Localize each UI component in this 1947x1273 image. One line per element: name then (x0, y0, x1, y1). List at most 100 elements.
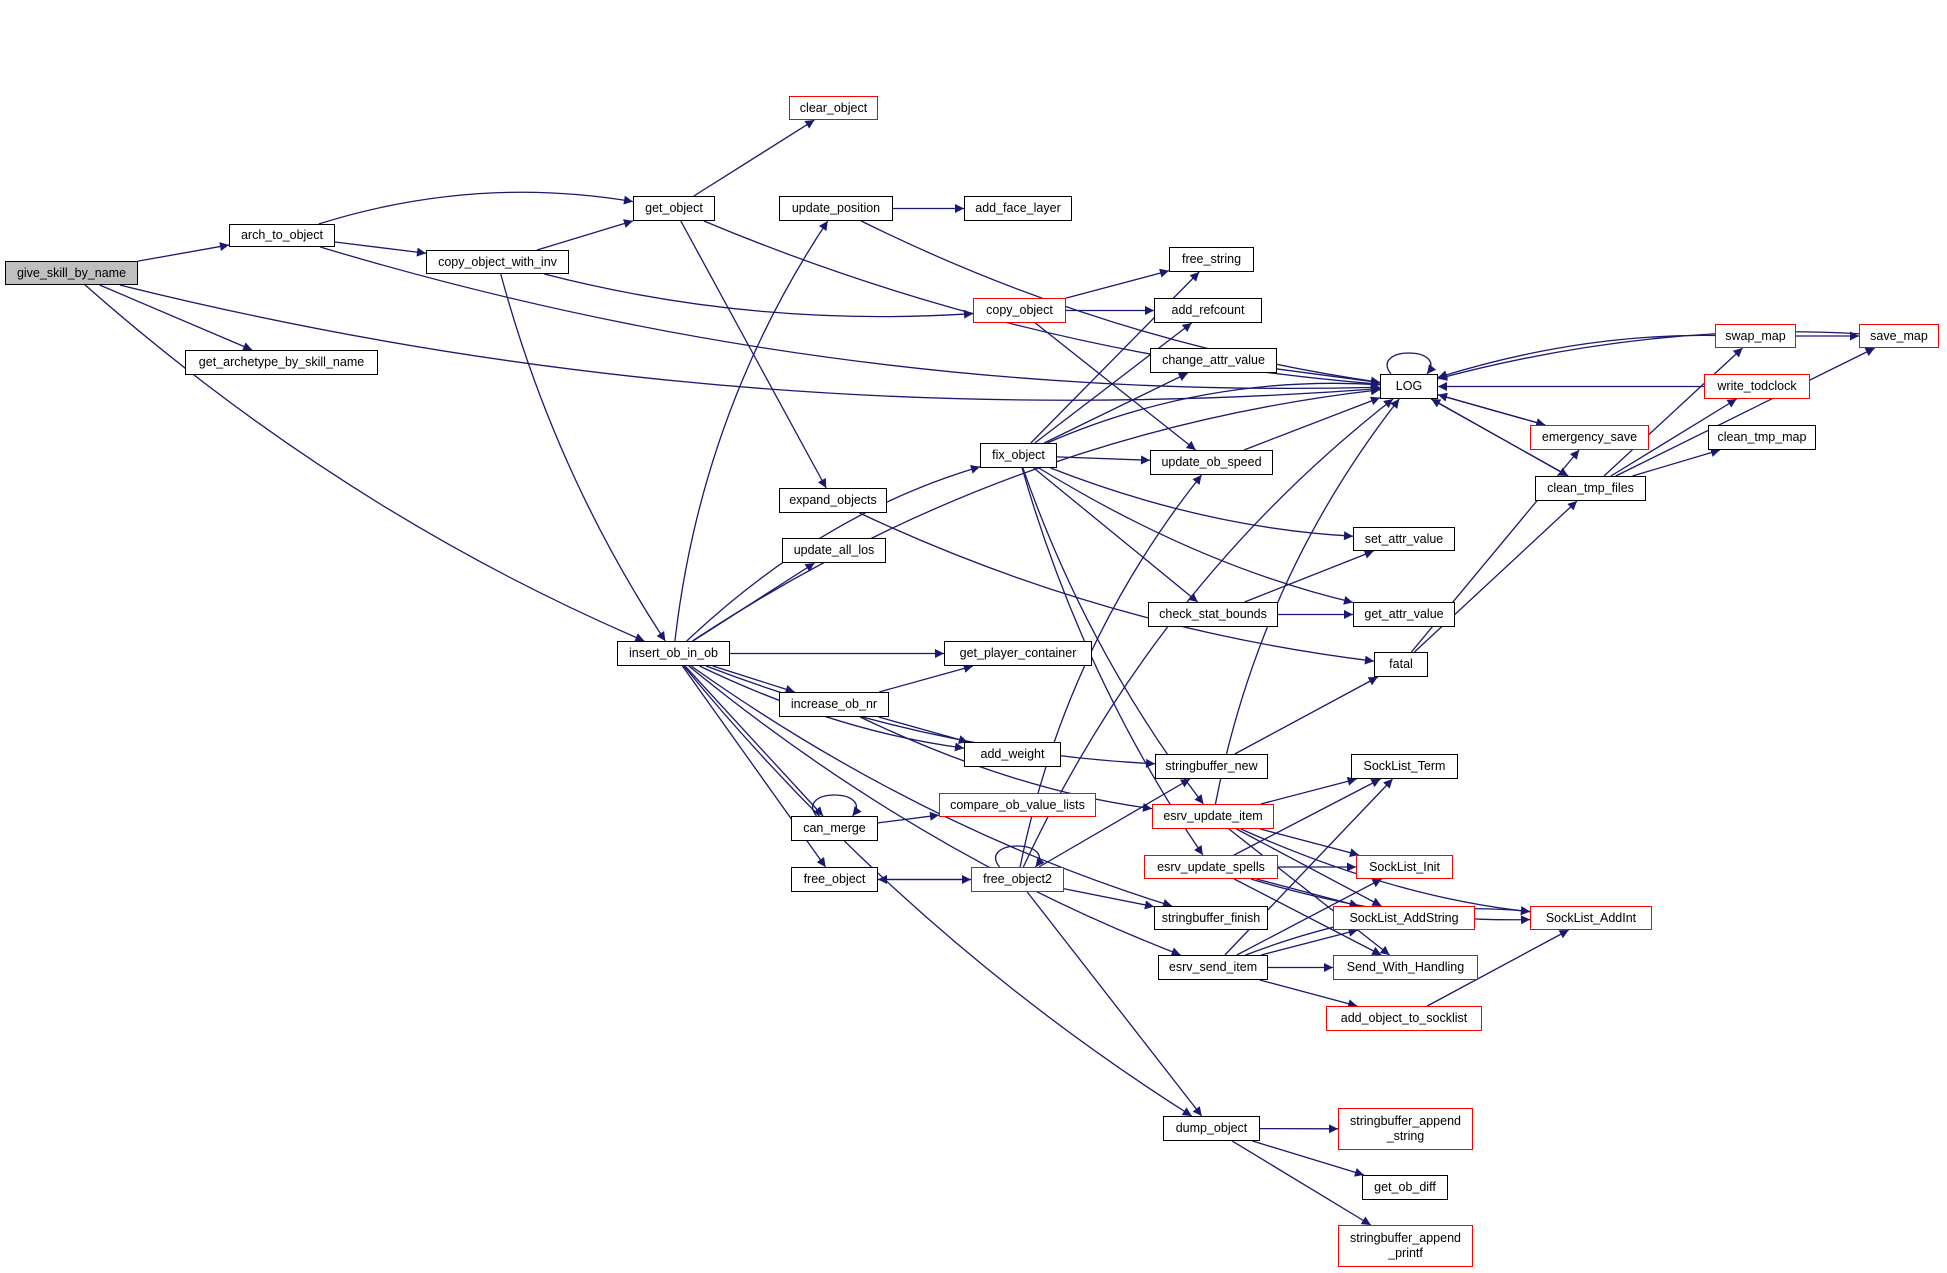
node-write-todclock[interactable]: write_todclock (1704, 374, 1810, 399)
node-socklist-init[interactable]: SockList_Init (1356, 855, 1453, 879)
node-stringbuffer-new[interactable]: stringbuffer_new (1155, 754, 1268, 779)
node-clear-object[interactable]: clear_object (789, 96, 878, 120)
edge-copy_object-to-update_ob_speed (1034, 322, 1197, 451)
edge-clean_tmp_files-to-write_todclock (1610, 398, 1737, 477)
edge-esrv_update_item-to-SockList_Init (1260, 828, 1360, 858)
edge-arch_to_object-to-get_object (318, 191, 634, 225)
node-swap-map[interactable]: swap_map (1715, 324, 1796, 348)
node-add-weight[interactable]: add_weight (964, 742, 1061, 767)
node-send-with-handling[interactable]: Send_With_Handling (1333, 955, 1478, 980)
node-socklist-addint[interactable]: SockList_AddInt (1530, 906, 1652, 930)
node-clean-tmp-files[interactable]: clean_tmp_files (1535, 476, 1646, 501)
node-emergency-save[interactable]: emergency_save (1530, 425, 1649, 450)
edge-esrv_update_item-to-LOG (1214, 398, 1400, 805)
edge-fix_object-to-get_attr_value (1038, 467, 1354, 605)
node-add-refcount[interactable]: add_refcount (1154, 298, 1262, 323)
node-update-all-los[interactable]: update_all_los (782, 538, 886, 563)
edge-get_object-to-clear_object (693, 119, 815, 197)
node-fatal[interactable]: fatal (1374, 652, 1428, 677)
edge-arch_to_object-to-LOG (320, 246, 1381, 392)
node-give-skill-by-name: give_skill_by_name (5, 261, 138, 285)
edge-insert_ob_in_ob-to-update_all_los (692, 562, 815, 642)
edge-update_ob_speed-to-LOG (1243, 396, 1381, 451)
node-arch-to-object[interactable]: arch_to_object (229, 224, 335, 247)
edge-free_object2-to-stringbuffer_new (1038, 778, 1191, 868)
node-free-string[interactable]: free_string (1169, 247, 1254, 272)
node-free-object[interactable]: free_object (791, 867, 878, 892)
edge-insert_ob_in_ob-to-free_object (681, 665, 827, 868)
node-get-archetype-by-skill-name[interactable]: get_archetype_by_skill_name (185, 350, 378, 375)
edge-dump_object-to-get_ob_diff (1252, 1140, 1365, 1177)
edge-insert_ob_in_ob-to-can_merge (684, 665, 824, 817)
edge-add_object_to_socklist-to-SockList_AddInt (1426, 929, 1569, 1007)
node-add-object-to-socklist[interactable]: add_object_to_socklist (1326, 1006, 1482, 1031)
edge-save_map-to-LOG (1437, 331, 1860, 381)
edge-clean_tmp_files-to-save_map (1615, 347, 1876, 477)
node-log[interactable]: LOG (1380, 374, 1438, 399)
node-dump-object[interactable]: dump_object (1163, 1116, 1260, 1141)
node-socklist-addstring[interactable]: SockList_AddString (1333, 906, 1475, 930)
node-get-attr-value[interactable]: get_attr_value (1353, 602, 1455, 627)
node-socklist-term[interactable]: SockList_Term (1351, 754, 1458, 779)
node-esrv-update-spells[interactable]: esrv_update_spells (1144, 855, 1278, 879)
edge-free_object2-to-dump_object (1026, 891, 1203, 1117)
edge-fix_object-to-free_string (1030, 271, 1200, 444)
node-add-face-layer[interactable]: add_face_layer (964, 196, 1072, 221)
edge-increase_ob_nr-to-add_weight (878, 716, 969, 744)
node-stringbuffer-append-printf[interactable]: stringbuffer_append _printf (1338, 1225, 1473, 1267)
edge-copy_object_with_inv-to-get_object (536, 219, 634, 251)
node-update-position[interactable]: update_position (779, 196, 893, 221)
edge-free_object2-to-free_object2 (995, 845, 1045, 868)
node-free-object2[interactable]: free_object2 (971, 867, 1064, 892)
edge-insert_ob_in_ob-to-fix_object (686, 465, 981, 642)
node-get-player-container[interactable]: get_player_container (944, 641, 1092, 666)
edge-insert_ob_in_ob-to-stringbuffer_new (705, 665, 1156, 768)
node-esrv-update-item[interactable]: esrv_update_item (1152, 804, 1274, 829)
node-esrv-send-item[interactable]: esrv_send_item (1158, 955, 1268, 980)
edge-esrv_send_item-to-SockList_Term (1224, 778, 1394, 956)
node-get-ob-diff[interactable]: get_ob_diff (1362, 1175, 1448, 1200)
edge-insert_ob_in_ob-to-esrv_send_item (688, 665, 1181, 956)
edge-insert_ob_in_ob-to-LOG (692, 386, 1381, 642)
node-update-ob-speed[interactable]: update_ob_speed (1150, 450, 1273, 475)
node-increase-ob-nr[interactable]: increase_ob_nr (779, 692, 889, 717)
node-stringbuffer-finish[interactable]: stringbuffer_finish (1154, 906, 1268, 930)
node-compare-ob-value-lists[interactable]: compare_ob_value_lists (939, 793, 1096, 817)
edge-insert_ob_in_ob-to-dump_object (683, 665, 1193, 1117)
edge-fix_object-to-check_stat_bounds (1033, 467, 1199, 603)
edge-swap_map-to-LOG (1437, 334, 1716, 380)
node-stringbuffer-append-string[interactable]: stringbuffer_append _string (1338, 1108, 1473, 1150)
edge-insert_ob_in_ob-to-update_position (674, 220, 829, 642)
node-insert-ob-in-ob[interactable]: insert_ob_in_ob (617, 641, 730, 666)
node-copy-object[interactable]: copy_object (973, 298, 1066, 323)
node-check-stat-bounds[interactable]: check_stat_bounds (1148, 602, 1278, 627)
edge-esrv_update_item-to-SockList_AddInt (1240, 828, 1531, 916)
edge-give_skill_by_name-to-arch_to_object (137, 242, 230, 262)
edge-esrv_send_item-to-add_object_to_socklist (1259, 979, 1358, 1009)
node-clean-tmp-map[interactable]: clean_tmp_map (1708, 425, 1816, 450)
node-set-attr-value[interactable]: set_attr_value (1353, 527, 1455, 551)
node-save-map[interactable]: save_map (1859, 324, 1939, 348)
edge-give_skill_by_name-to-insert_ob_in_ob (84, 284, 645, 642)
edge-copy_object_with_inv-to-copy_object (544, 273, 974, 319)
node-can-merge[interactable]: can_merge (791, 816, 878, 841)
node-copy-object-with-inv[interactable]: copy_object_with_inv (426, 250, 569, 274)
edge-fix_object-to-LOG (1046, 379, 1381, 444)
edge-give_skill_by_name-to-get_archetype_by_skill_name (99, 284, 253, 351)
edge-increase_ob_nr-to-esrv_update_item (859, 716, 1153, 812)
node-expand-objects[interactable]: expand_objects (779, 488, 887, 513)
edge-insert_ob_in_ob-to-increase_ob_nr (712, 665, 795, 694)
edge-increase_ob_nr-to-get_player_container (878, 664, 974, 693)
node-fix-object[interactable]: fix_object (980, 443, 1057, 468)
node-get-object[interactable]: get_object (633, 196, 715, 221)
edge-expand_objects-to-fatal (859, 512, 1375, 665)
edge-can_merge-to-compare_ob_value_lists (877, 811, 940, 824)
edge-clean_tmp_files-to-swap_map (1603, 347, 1743, 477)
node-change-attr-value[interactable]: change_attr_value (1150, 348, 1277, 373)
edge-fix_object-to-add_refcount (1034, 322, 1193, 444)
edge-update_position-to-LOG (860, 220, 1381, 386)
edge-copy_object-to-free_string (1065, 268, 1170, 299)
edge-esrv_send_item-to-SockList_Init (1236, 878, 1382, 956)
edge-clean_tmp_files-to-clean_tmp_map (1632, 448, 1721, 477)
